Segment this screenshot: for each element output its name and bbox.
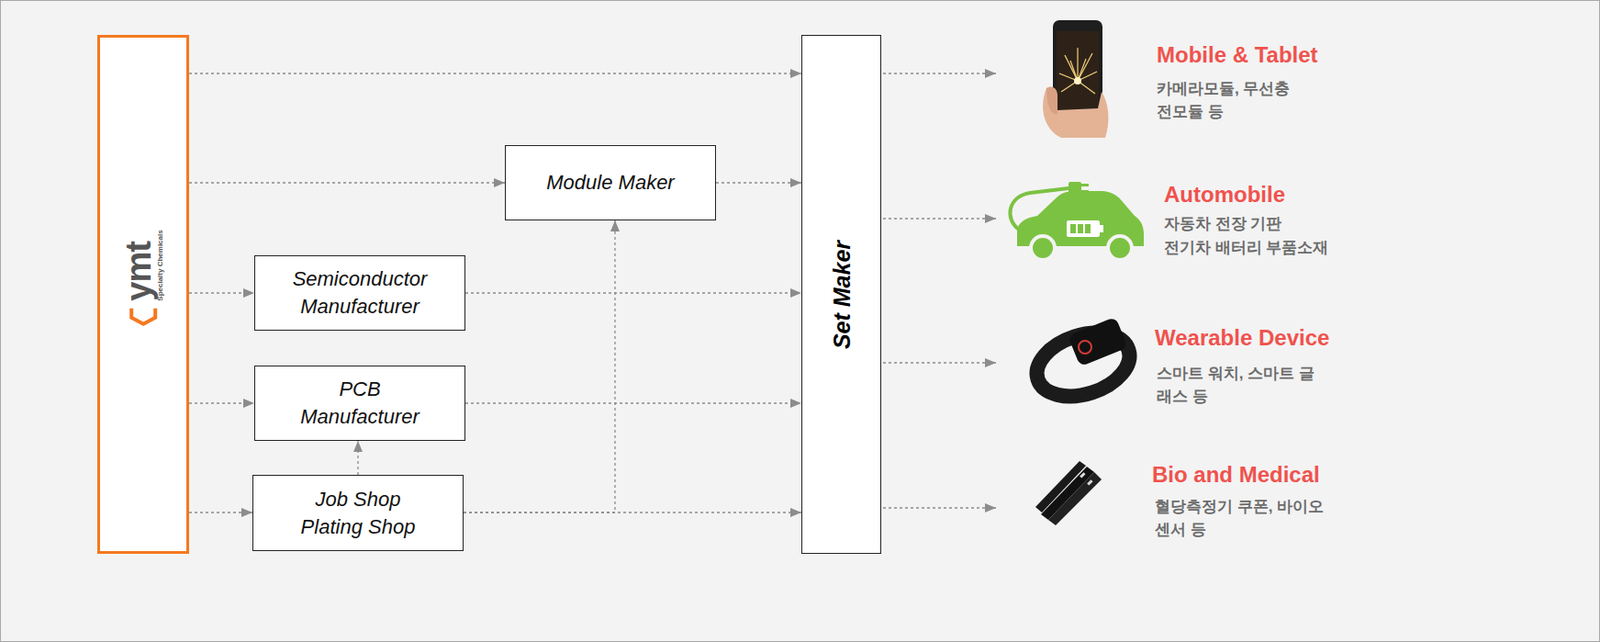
output-arrow bbox=[883, 361, 996, 363]
flow-arrow bbox=[189, 291, 255, 293]
process-box: PCB Manufacturer bbox=[254, 365, 466, 441]
node-label: Job Shop Plating Shop bbox=[298, 485, 418, 541]
category-note: 혈당측정기 쿠폰, 바이오 센서 등 bbox=[1154, 494, 1334, 541]
output-arrow bbox=[883, 72, 996, 74]
output-arrows bbox=[883, 73, 996, 508]
flow-arrow bbox=[189, 72, 802, 74]
category-title: Automobile bbox=[1163, 181, 1286, 208]
node-label: Semiconductor Manufacturer bbox=[281, 265, 438, 321]
process-box: Job Shop Plating Shop bbox=[252, 474, 464, 551]
logo-mark bbox=[126, 304, 160, 327]
flow-arrow bbox=[716, 181, 802, 183]
node-label: PCB Manufacturer bbox=[286, 375, 434, 431]
flow-arrow bbox=[463, 220, 616, 513]
logo-lockup: ymtSpecialty Chemicals bbox=[121, 229, 166, 326]
category-title: Mobile & Tablet bbox=[1156, 42, 1319, 68]
flow-arrow bbox=[465, 402, 802, 403]
brand-tagline: Specialty Chemicals bbox=[156, 229, 166, 301]
flow-arrow bbox=[189, 181, 505, 183]
flow-arrow bbox=[189, 511, 253, 513]
brand-name: ymt bbox=[121, 229, 157, 301]
test-strip-picture bbox=[1035, 460, 1102, 526]
car-picture bbox=[1009, 181, 1144, 260]
process-box: Semiconductor Manufacturer bbox=[254, 255, 466, 331]
node-text-stack: Semiconductor Manufacturer bbox=[281, 265, 438, 321]
category-title: Bio and Medical bbox=[1152, 461, 1321, 488]
set-maker-bar: Set Maker bbox=[801, 34, 882, 554]
logo-text: ymtSpecialty Chemicals bbox=[121, 229, 166, 301]
category-title: Wearable Device bbox=[1154, 324, 1330, 351]
node-text-stack: PCB Manufacturer bbox=[286, 375, 434, 431]
output-arrow bbox=[883, 506, 996, 508]
company-box: ymtSpecialty Chemicals bbox=[97, 34, 190, 554]
flow-arrow bbox=[189, 402, 255, 403]
category-note: 자동차 전장 기판 bbox=[1163, 212, 1282, 235]
process-box: Module Maker bbox=[504, 145, 717, 221]
node-label: Module Maker bbox=[518, 168, 703, 197]
category-note: 전기차 배터리 부품소재 bbox=[1163, 235, 1329, 259]
watch-picture bbox=[1029, 316, 1139, 408]
flow-arrow bbox=[465, 291, 802, 293]
output-arrow bbox=[883, 217, 996, 219]
phone-picture bbox=[1042, 20, 1108, 138]
flow-arrow bbox=[357, 440, 359, 475]
node-label: Set Maker bbox=[827, 240, 855, 349]
node-text-stack: Module Maker bbox=[518, 168, 703, 197]
node-text-stack: Job Shop Plating Shop bbox=[298, 485, 418, 541]
rotated-label: Set Maker bbox=[827, 240, 855, 349]
category-note: 스마트 워치, 스마트 글래스 등 bbox=[1156, 361, 1327, 408]
category-note: 카메라모듈, 무선충전모듈 등 bbox=[1156, 77, 1295, 124]
